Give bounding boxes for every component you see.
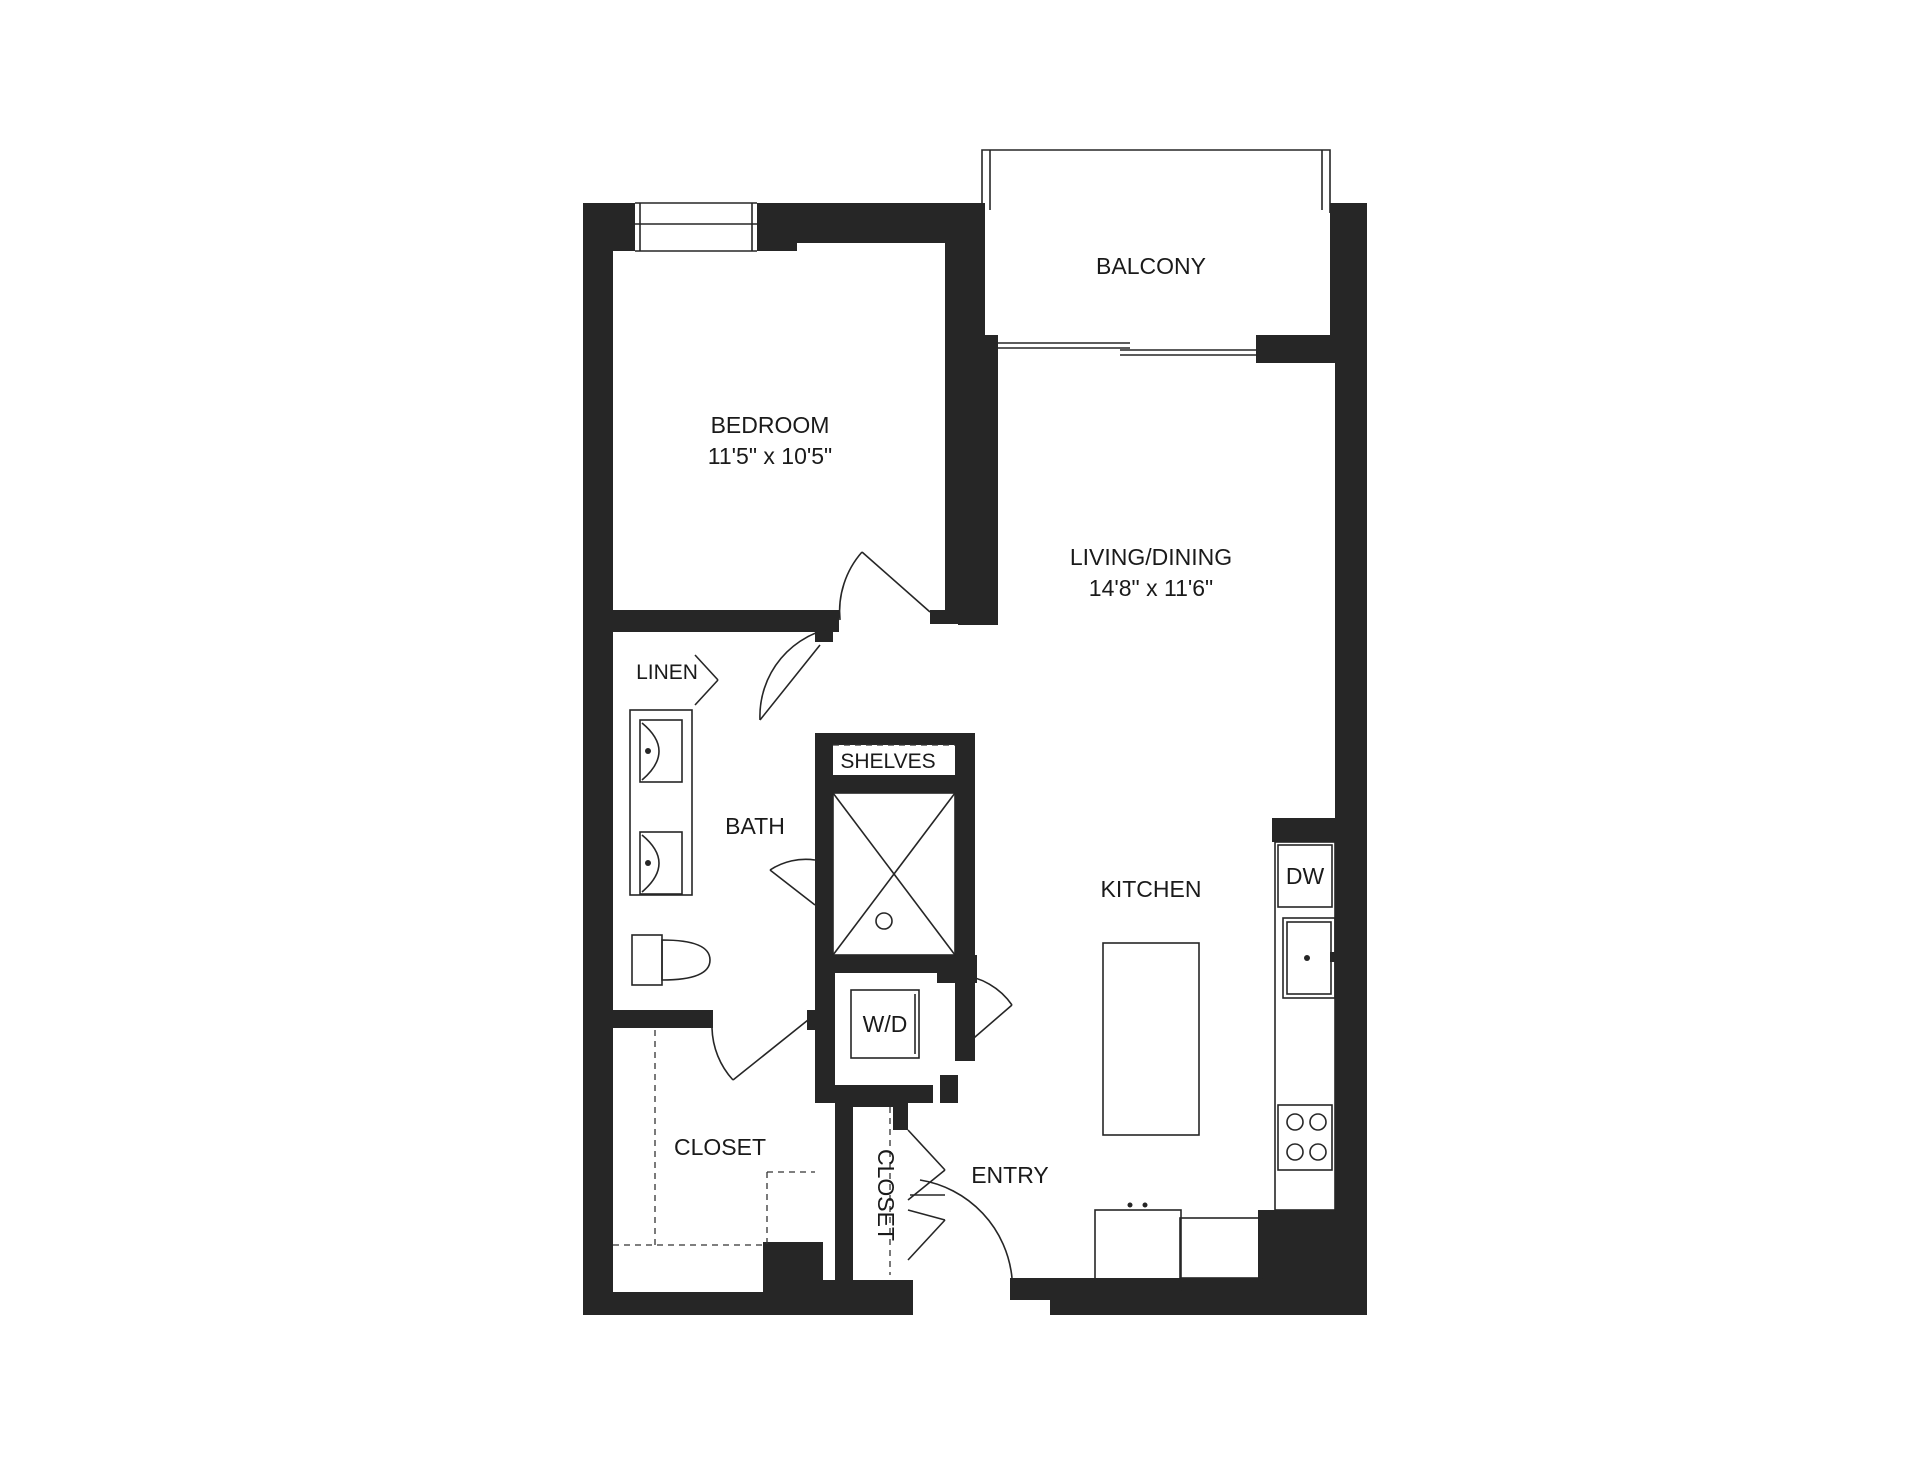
- closet-rods: [613, 1030, 891, 1275]
- washer-dryer-label: W/D: [863, 1011, 908, 1037]
- shelves-label: SHELVES: [840, 750, 935, 773]
- bath-fixtures: [629, 709, 956, 986]
- laundry-unit: [850, 989, 920, 1059]
- linen-label: LINEN: [636, 661, 698, 684]
- balcony-sliding-door: [996, 342, 1256, 356]
- dishwasher-label: DW: [1286, 863, 1325, 889]
- balcony-label: BALCONY: [1096, 253, 1206, 279]
- bedroom-size: 11'5" x 10'5": [708, 443, 832, 469]
- closet-label: CLOSET: [674, 1134, 766, 1160]
- entry-closet-label: CLOSET: [873, 1149, 899, 1241]
- bath-label: BATH: [725, 813, 785, 839]
- doors: [694, 551, 1013, 1279]
- bedroom-window: [635, 202, 757, 252]
- walls: [583, 203, 1367, 1315]
- entry-label: ENTRY: [971, 1162, 1049, 1188]
- kitchen-fixtures: [1094, 841, 1336, 1291]
- kitchen-label: KITCHEN: [1101, 876, 1202, 902]
- bedroom-label: BEDROOM: [711, 412, 830, 438]
- living-dining-size: 14'8" x 11'6": [1089, 575, 1213, 601]
- balcony-outline: [981, 149, 1331, 213]
- living-dining-label: LIVING/DINING: [1070, 544, 1232, 570]
